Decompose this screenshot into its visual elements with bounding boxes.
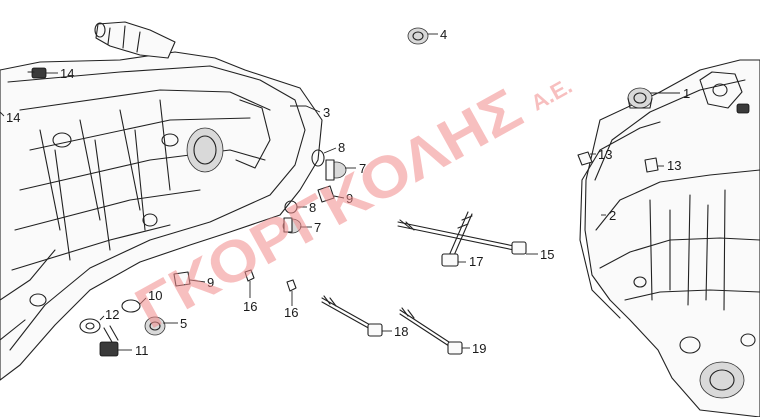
callout-3: 3 (323, 105, 330, 120)
callout-8-lower: 8 (309, 200, 316, 215)
right-crankcase (584, 59, 760, 417)
callout-19: 19 (472, 341, 486, 356)
callout-10: 10 (148, 288, 162, 303)
dowel-9-upper (317, 185, 335, 203)
bolt-15 (397, 219, 527, 255)
bolt-11 (99, 325, 119, 357)
washer-8-upper (311, 149, 325, 167)
callout-12: 12 (105, 307, 119, 322)
dowel-13-left (577, 151, 593, 166)
callout-7-lower: 7 (314, 220, 321, 235)
callout-2: 2 (609, 208, 616, 223)
left-crankcase (0, 51, 323, 381)
callout-7-upper: 7 (359, 161, 366, 176)
callout-5: 5 (180, 316, 187, 331)
callout-9-upper: 9 (346, 191, 353, 206)
callout-11: 11 (135, 343, 149, 358)
callout-14-lower: 14 (6, 110, 20, 125)
callout-17: 17 (469, 254, 483, 269)
plug-4 (407, 27, 429, 45)
callout-15: 15 (540, 247, 554, 262)
dowel-13-right (644, 157, 659, 173)
washer-12 (79, 318, 101, 334)
leader-lines (0, 33, 680, 351)
callout-18: 18 (394, 324, 408, 339)
callout-1: 1 (683, 86, 690, 101)
bolt-14-right (736, 103, 750, 114)
callout-13-left: 13 (598, 147, 612, 162)
callout-16-left: 16 (243, 299, 257, 314)
clip-16-right (286, 279, 297, 292)
bolt-19 (399, 307, 463, 355)
clip-16-left (244, 269, 255, 282)
cap-5 (144, 316, 166, 336)
drain-bolt-7-upper (325, 159, 347, 181)
callout-16-right: 16 (284, 305, 298, 320)
dowel-9-lower (173, 271, 191, 287)
callout-13-right: 13 (667, 158, 681, 173)
gasket (579, 121, 661, 319)
callout-8-upper: 8 (338, 140, 345, 155)
bolt-17 (441, 211, 473, 267)
callout-4: 4 (440, 27, 447, 42)
bushing-1 (627, 87, 653, 109)
callout-9-lower: 9 (207, 275, 214, 290)
starter-motor (94, 21, 176, 59)
oring-10 (121, 299, 141, 313)
bolt-18 (321, 295, 383, 337)
drain-bolt-7-lower (282, 217, 302, 234)
callout-14-upper: 14 (60, 66, 74, 81)
watermark-suffix: Α.Ε. (527, 73, 577, 116)
